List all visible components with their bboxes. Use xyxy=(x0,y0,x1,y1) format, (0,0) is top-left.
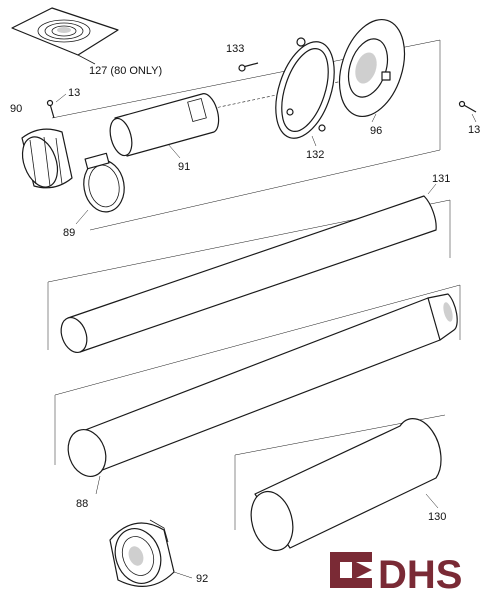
label-133: 133 xyxy=(226,43,244,55)
part-131-extension-tube xyxy=(47,183,451,354)
label-131: 131 xyxy=(432,173,450,185)
dhs-logo: DHS xyxy=(330,552,462,597)
part-133-screw xyxy=(238,62,259,72)
label-13-right: 13 xyxy=(468,124,480,136)
label-90: 90 xyxy=(10,103,22,115)
part-90-terminal-cap xyxy=(21,128,73,189)
part-89-clip xyxy=(75,152,125,225)
label-130: 130 xyxy=(428,511,446,523)
part-132-ring xyxy=(275,37,335,147)
part-92-sealing-collar xyxy=(109,519,193,587)
label-88: 88 xyxy=(76,498,88,510)
label-132: 132 xyxy=(306,149,324,161)
label-92: 92 xyxy=(196,573,208,585)
part-13-screw-left xyxy=(46,99,55,119)
label-89: 89 xyxy=(63,227,75,239)
label-96: 96 xyxy=(370,125,382,137)
part-91-short-tube xyxy=(109,93,220,159)
part-130-short-extension xyxy=(234,414,446,552)
logo-text: DHS xyxy=(378,553,462,597)
label-91: 91 xyxy=(178,161,190,173)
part-88-flue-tube xyxy=(54,284,461,495)
label-13-left: 13 xyxy=(68,87,80,99)
label-127: 127 (80 ONLY) xyxy=(89,65,162,77)
part-96-wall-plate xyxy=(338,18,406,123)
part-13-screw-right xyxy=(458,100,477,123)
part-127-flashing xyxy=(11,7,119,65)
